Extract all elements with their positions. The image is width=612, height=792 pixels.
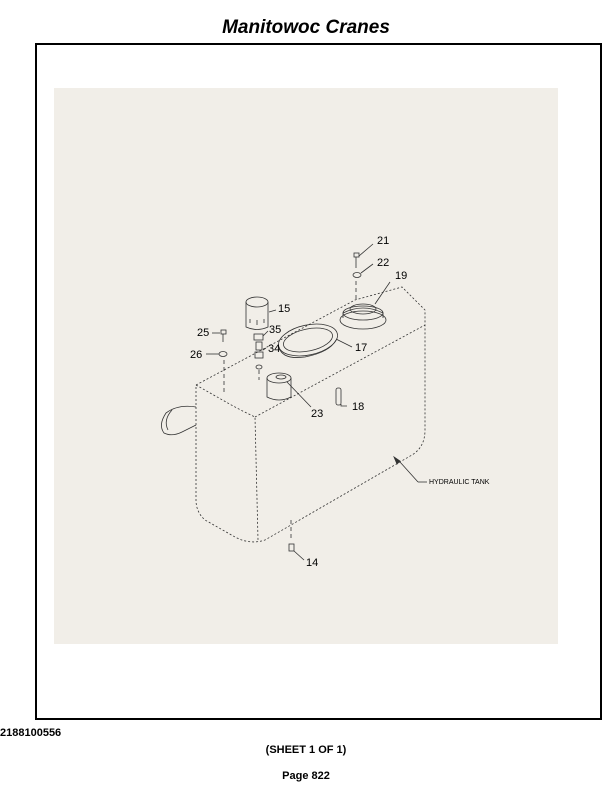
bolt-21 <box>353 243 374 268</box>
drawing-background <box>54 88 558 644</box>
filler-cap-19 <box>339 281 391 330</box>
callout-17: 17 <box>355 342 367 354</box>
filter-element-15 <box>245 296 277 330</box>
page-number: Page 822 <box>282 770 330 782</box>
bolt-25 <box>212 329 227 342</box>
callout-22: 22 <box>377 257 389 269</box>
page-title: Manitowoc Cranes <box>222 17 390 38</box>
callout-18: 18 <box>352 401 364 413</box>
fitting-34 <box>254 341 267 370</box>
callout-34: 34 <box>268 343 280 355</box>
sheet-indicator: (SHEET 1 OF 1) <box>265 744 347 756</box>
callout-23: 23 <box>311 408 323 420</box>
callout-19: 19 <box>395 270 407 282</box>
document-number: 2188100556 <box>0 727 62 739</box>
callout-35: 35 <box>269 324 281 336</box>
callout-21: 21 <box>377 235 389 247</box>
tank-leader-arrow <box>393 455 427 483</box>
filter-housing-23 <box>266 372 312 408</box>
callout-14: 14 <box>306 557 318 569</box>
adapter-35 <box>253 330 269 341</box>
drawing-frame <box>35 43 602 720</box>
gasket-17 <box>278 323 353 358</box>
callout-15: 15 <box>278 303 290 315</box>
drain-plug-14 <box>288 543 305 561</box>
hose <box>161 405 197 436</box>
hydraulic-tank-label: HYDRAULIC TANK <box>429 479 490 486</box>
washer-26 <box>206 351 228 357</box>
callout-25: 25 <box>197 327 209 339</box>
washer-22 <box>352 263 374 278</box>
hydraulic-tank-body <box>195 286 426 543</box>
plug-18 <box>335 387 347 407</box>
callout-26: 26 <box>190 349 202 361</box>
